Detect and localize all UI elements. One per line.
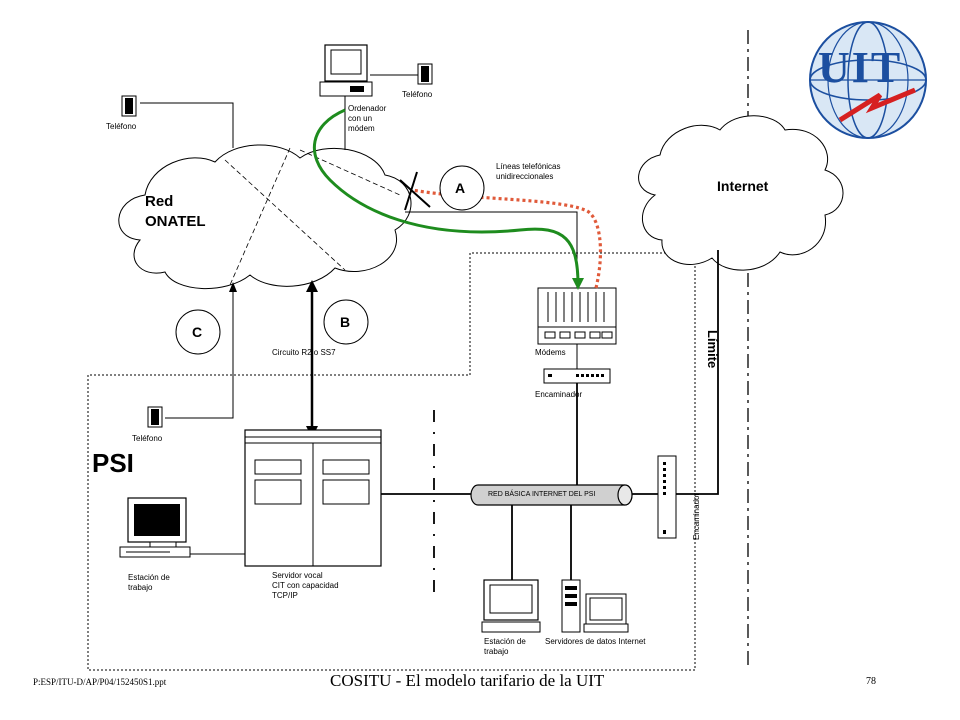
onatel-label-line2: ONATEL [145, 213, 206, 230]
internet-label: Internet [717, 178, 769, 194]
footer-title: COSITU - El modelo tarifario de la UIT [330, 671, 605, 690]
phone-psi-icon [147, 406, 163, 428]
marker-c-label: C [192, 324, 203, 340]
lines-label-2: unidireccionales [496, 172, 554, 181]
computer-label-1: Ordenador [348, 104, 387, 113]
phone-psi-label: Teléfono [132, 434, 163, 443]
green-dialup-path [313, 108, 580, 286]
workstation-left-icon [119, 497, 191, 558]
psi-boundary [87, 252, 696, 671]
phone-top-icon [417, 63, 433, 85]
workstation-bottom-icon [481, 579, 541, 633]
backbone-cylinder [470, 484, 633, 506]
onatel-dashed-2 [229, 147, 291, 286]
router-right-label: Encaminador [692, 492, 701, 540]
marker-b-label: B [340, 314, 351, 330]
phone-left-icon [121, 95, 137, 117]
marker-a-circle [439, 165, 485, 211]
modems-bank [537, 287, 617, 345]
phone-top-label: Teléfono [402, 90, 433, 99]
data-servers-label: Servidores de datos Internet [545, 637, 646, 646]
lines-label-1: Líneas telefónicas [496, 162, 561, 171]
uit-logo [809, 21, 927, 139]
red-blocked-path [411, 188, 603, 289]
phone-psi-line [165, 290, 234, 419]
arrow-b-head-top [306, 280, 318, 292]
router-top-label: Encaminador [535, 390, 583, 399]
footer-path: P:ESP/ITU-D/AP/P04/152450S1.ppt [33, 677, 167, 687]
marker-b-circle [323, 299, 369, 345]
voice-server-label-1: Servidor vocal [272, 571, 323, 580]
workstation-bottom-label-1: Estación de [484, 637, 526, 646]
internet-to-router-line [676, 250, 719, 495]
voice-server [244, 429, 382, 567]
onatel-label-line1: Red [145, 193, 174, 210]
computer-label-3: módem [348, 124, 375, 133]
marker-c-circle [175, 309, 221, 355]
phone-left-line [140, 102, 234, 148]
router-right [657, 455, 677, 539]
modems-label: Módems [535, 348, 566, 357]
cloud-to-modems-line [405, 211, 578, 288]
circuit-label: Circuito R2 o SS7 [272, 348, 336, 357]
green-arrow-head [572, 278, 584, 290]
workstation-left-label-1: Estación de [128, 573, 170, 582]
psi-label: PSI [92, 448, 134, 478]
limite-label: Límite [705, 330, 720, 369]
workstation-bottom-label-2: trabajo [484, 647, 509, 656]
voice-server-label-3: TCP/IP [272, 591, 298, 600]
arrow-c-head [229, 282, 237, 292]
internet-cloud [638, 115, 844, 271]
backbone-label: RED BÁSICA INTERNET DEL PSI [488, 491, 596, 498]
logo-text: UIT [818, 43, 903, 92]
blocked-mark-2 [404, 171, 418, 211]
onatel-cloud [118, 144, 412, 290]
computer-label-2: con un [348, 114, 373, 123]
computer-modem-icon [319, 44, 373, 97]
router-top [543, 368, 611, 384]
marker-a-label: A [455, 180, 466, 196]
workstation-left-label-2: trabajo [128, 583, 153, 592]
footer-page: 78 [866, 676, 876, 687]
onatel-dashed-1 [224, 159, 346, 271]
servers-icon [561, 579, 629, 633]
voice-server-label-2: CIT con capacidad [272, 581, 339, 590]
blocked-mark [399, 179, 431, 208]
phone-left-label: Teléfono [106, 122, 137, 131]
